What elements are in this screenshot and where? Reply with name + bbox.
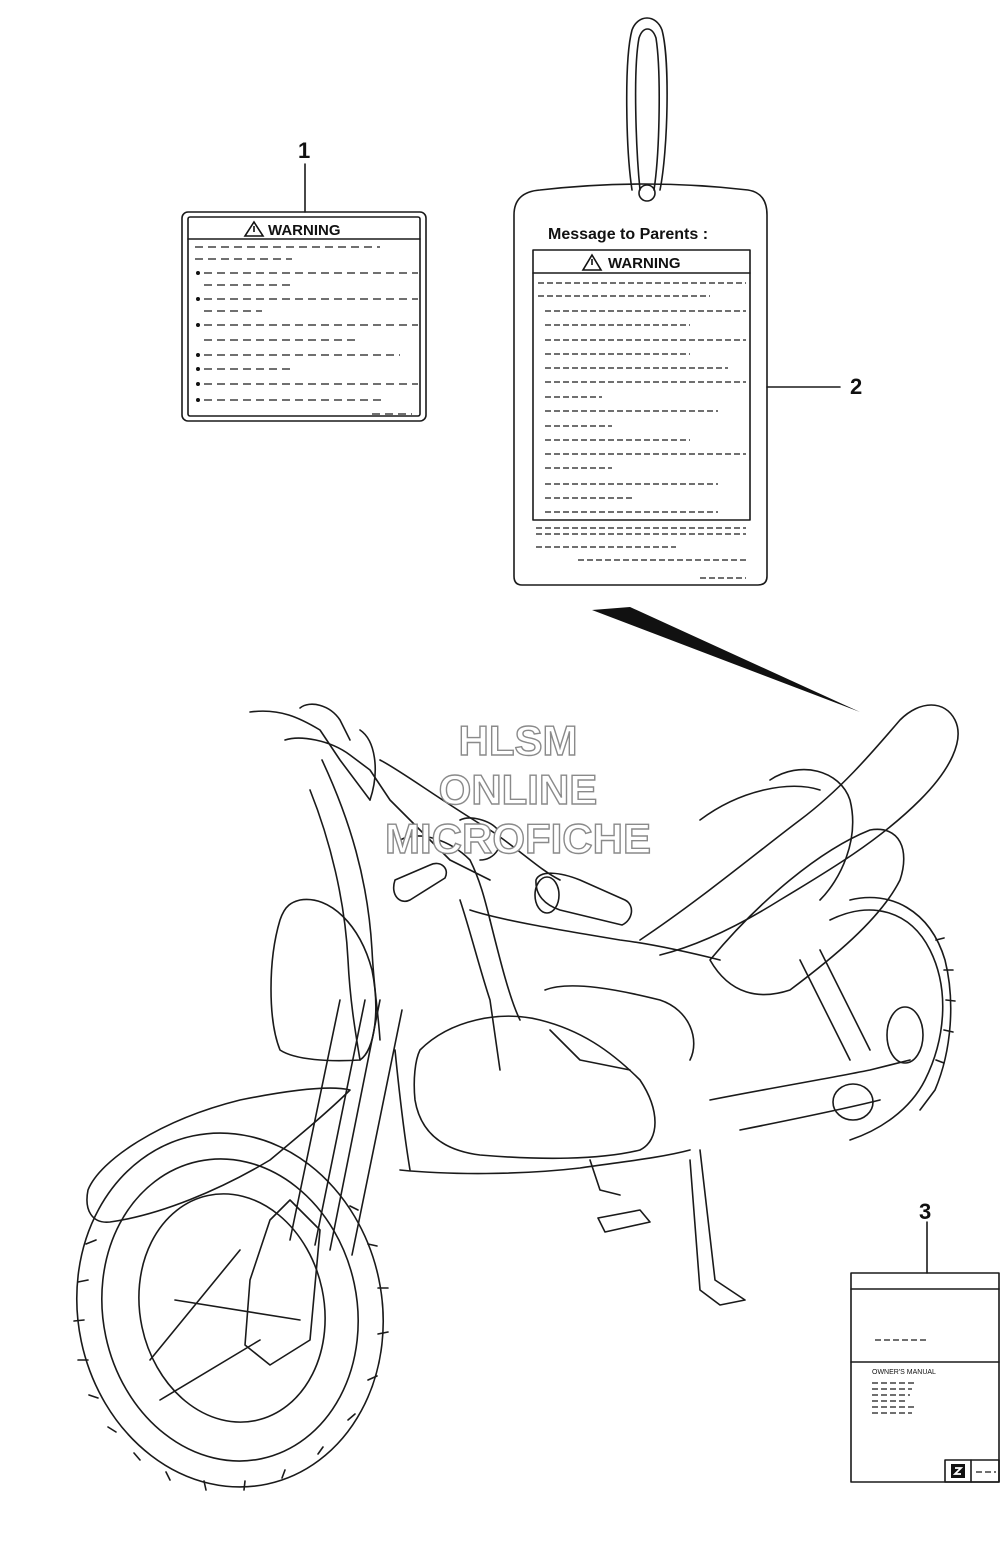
owners-manual-part-3: OWNER'S MANUAL <box>850 1221 1000 1483</box>
warning-triangle-icon <box>243 220 265 237</box>
owners-manual-label: OWNER'S MANUAL <box>872 1369 936 1376</box>
part-2-title: Message to Parents : <box>548 226 708 243</box>
callout-2: 2 <box>850 374 862 399</box>
warning-triangle-icon <box>581 253 603 271</box>
watermark: HLSM ONLINE MICROFICHE <box>384 716 651 862</box>
callout-3: 3 <box>919 1199 931 1224</box>
motorcycle-illustration <box>73 703 959 1491</box>
hang-tag-part-2: Message to Parents : WARNING <box>513 17 841 586</box>
callout-1: 1 <box>298 138 310 163</box>
warning-label-part-1: WARNING <box>181 163 427 422</box>
part-1-warning-header: WARNING <box>268 222 341 239</box>
watermark-line-2: ONLINE <box>439 766 598 813</box>
part-2-warning-header: WARNING <box>608 255 681 272</box>
watermark-line-3: MICROFICHE <box>385 815 651 862</box>
suzuki-logo-icon <box>951 1464 965 1478</box>
pointer-arrow <box>592 607 860 712</box>
watermark-line-1: HLSM <box>459 717 578 764</box>
